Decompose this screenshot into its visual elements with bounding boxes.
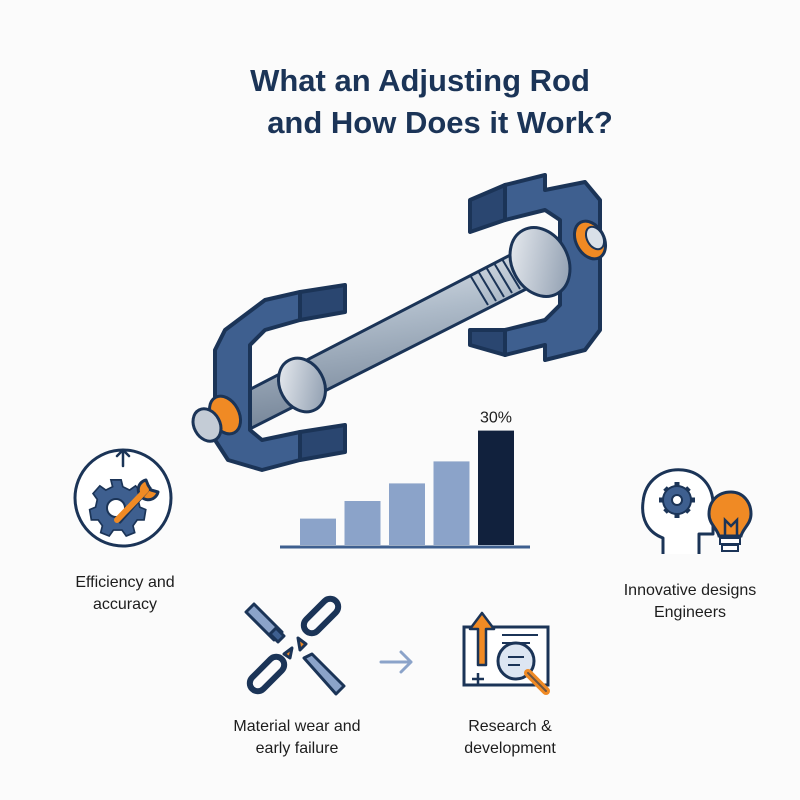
right-bracket [468,173,602,362]
efficiency-caption: Efficiency and accuracy [40,572,210,616]
wear-caption-line-2: early failure [255,740,339,757]
efficiency-caption-line-2: accuracy [92,596,158,613]
innovation-caption-line-1: Innovative designs [623,582,757,599]
chart-bar-4 [433,461,470,545]
research-caption-line-2: development [464,740,556,757]
growth-bar-chart: 30% [280,410,530,549]
page-title: What an Adjusting Rod and How Does it Wo… [160,60,680,144]
research-caption: Research & development [430,716,590,760]
head-gear-bulb-icon [641,468,753,554]
chart-bar-3 [389,483,425,545]
innovation-caption-line-2: Engineers [653,604,727,621]
innovation-caption: Innovative designs Engineers [600,580,780,624]
chart-bar-1 [300,518,336,545]
efficiency-caption-line-1: Efficiency and [75,574,175,591]
wear-caption-line-1: Material wear and [233,718,361,735]
magnifier-chart-icon [462,611,550,695]
left-nut [191,356,327,443]
arrow-right-icon [379,650,413,674]
chart-bar-5 [478,430,514,545]
wear-caption: Material wear and early failure [212,716,382,760]
broken-chain-icon [244,595,346,696]
gear-wrench-icon [73,448,173,548]
chart-bar-2 [344,501,381,545]
research-caption-line-1: Research & [468,718,552,735]
right-nut [508,219,608,298]
title-line-1: What an Adjusting Rod [250,63,590,98]
chart-data-label-5: 30% [480,410,512,427]
title-line-2: and How Does it Work? [267,105,613,140]
